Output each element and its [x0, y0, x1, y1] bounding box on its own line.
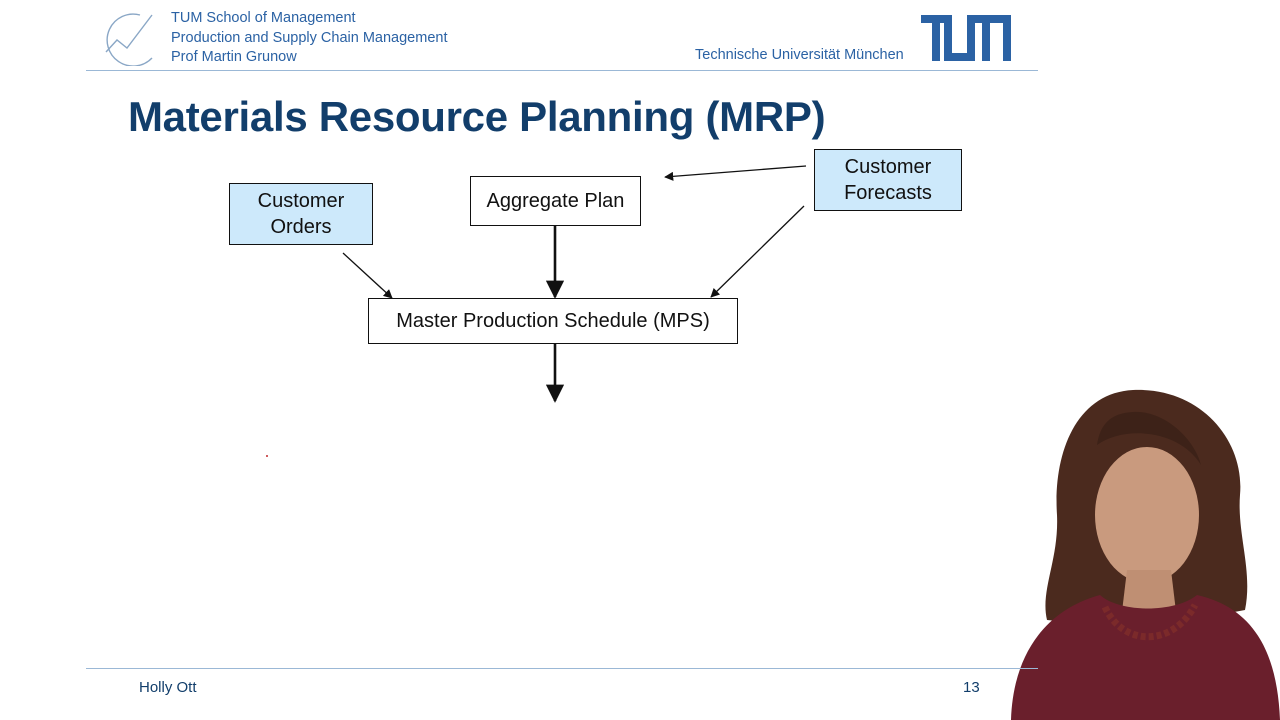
node-aggregate-plan-label: Aggregate Plan [486, 190, 625, 212]
tum-logo [921, 15, 1011, 61]
header-divider [86, 70, 1038, 71]
node-customer-orders: Customer Orders [229, 183, 373, 245]
arrow-forecasts-to-aggregate [664, 165, 807, 181]
node-customer-forecasts-label: Customer Forecasts [844, 156, 932, 204]
university-name: Technische Universität München [695, 47, 904, 63]
slide-title: Materials Resource Planning (MRP) [128, 93, 826, 140]
pointer-dot [266, 455, 268, 457]
chair-name: Production and Supply Chain Management [171, 29, 448, 46]
arrow-forecasts-to-mps [710, 205, 805, 298]
node-customer-forecasts: Customer Forecasts [814, 149, 962, 211]
professor-name: Prof Martin Grunow [171, 49, 297, 65]
presenter-name: Holly Ott [139, 679, 197, 696]
school-logo-icon [105, 13, 153, 66]
arrow-orders-to-mps [342, 252, 393, 299]
header-text: TUM School of Management Production and … [171, 9, 447, 68]
node-customer-orders-label: Customer Orders [257, 190, 345, 238]
node-mps: Master Production Schedule (MPS) [368, 298, 738, 344]
presenter-video [1011, 389, 1280, 720]
page-number: 13 [963, 679, 980, 696]
node-mps-label: Master Production Schedule (MPS) [396, 310, 710, 332]
footer-divider [86, 668, 1038, 669]
node-aggregate-plan: Aggregate Plan [470, 176, 641, 226]
school-name: TUM School of Management [171, 10, 356, 26]
